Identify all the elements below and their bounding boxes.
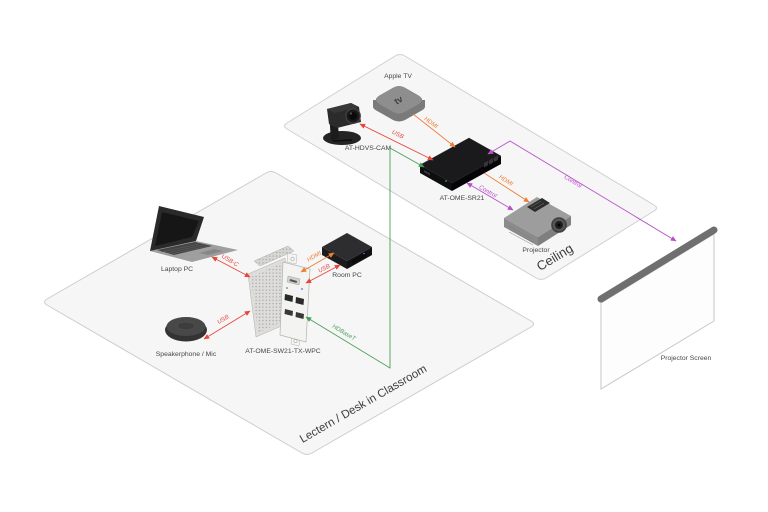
appletv-hdmi-cable	[412, 113, 456, 148]
screen-sheet	[600, 233, 715, 390]
wallplate-usb-port-2	[295, 312, 304, 319]
appletv-label: Apple TV	[384, 73, 412, 80]
laptop-deck	[150, 241, 238, 262]
device-laptop: Laptop PC	[150, 206, 238, 273]
speakerphone-ring	[177, 321, 195, 331]
camera-lens-glint	[349, 112, 353, 115]
wallplate-screw-bottom	[293, 339, 298, 343]
camera-head-top	[327, 103, 359, 113]
wallplate-top-connector-slot	[289, 279, 297, 283]
connection-camera-usb: USB	[359, 123, 434, 161]
wallplate-led-blue	[301, 288, 303, 290]
wallplate-hdmi-port-1	[284, 294, 293, 302]
wallplate-rear-vent-dots	[254, 246, 294, 266]
wallplate-faceplate	[279, 261, 311, 343]
projector-screen: Projector Screen	[597, 226, 718, 390]
wallplate-screw-top	[290, 257, 295, 261]
laptop-label: Laptop PC	[161, 266, 193, 273]
connection-speakerphone-usb: USB	[203, 310, 251, 340]
camera-usb-label: USB	[391, 130, 405, 141]
receiver-left-face	[420, 165, 452, 191]
camera-usb-cable	[359, 123, 434, 161]
laptop-display	[155, 212, 199, 246]
laptop-trackpad	[199, 249, 223, 255]
laptop-key-rows	[160, 243, 209, 255]
receiver-led	[445, 180, 447, 182]
receiver-front-label	[424, 170, 430, 176]
roompc-power-led	[363, 252, 365, 255]
projector-screen-label: Projector Screen	[661, 355, 712, 362]
screen-roller-bar	[597, 226, 718, 303]
device-speakerphone: Speakerphone / Mic	[156, 317, 217, 358]
receiver-label: AT-OME-SR21	[440, 195, 485, 202]
wallplate-label: AT-OME-SW21-TX-WPC	[245, 348, 320, 355]
device-wallplate: AT-OME-SW21-TX-WPC	[245, 245, 321, 355]
wallplate-vent-slab-dots	[251, 262, 290, 333]
speakerphone-usb-cable	[203, 310, 251, 340]
speakerphone-label: Speakerphone / Mic	[156, 351, 217, 358]
wallplate-usb-port-1	[284, 309, 293, 316]
wallplate-led-green	[286, 287, 288, 289]
projector-lens-center	[557, 223, 561, 227]
device-apple-tv: tv Apple TV	[373, 73, 425, 122]
usbc-cable	[211, 256, 251, 278]
camera-base-slot	[332, 139, 353, 142]
roompc-label: Room PC	[332, 272, 362, 279]
screen-control-cable	[487, 140, 677, 242]
speakerphone-usb-label: USB	[217, 314, 231, 326]
wallplate-hdmi-port-2	[295, 297, 304, 305]
projector-label: Projector	[522, 247, 550, 254]
appletv-top-face	[375, 86, 423, 114]
camera-base	[323, 131, 361, 145]
camera-label: AT-HDVS-CAM	[345, 145, 392, 152]
